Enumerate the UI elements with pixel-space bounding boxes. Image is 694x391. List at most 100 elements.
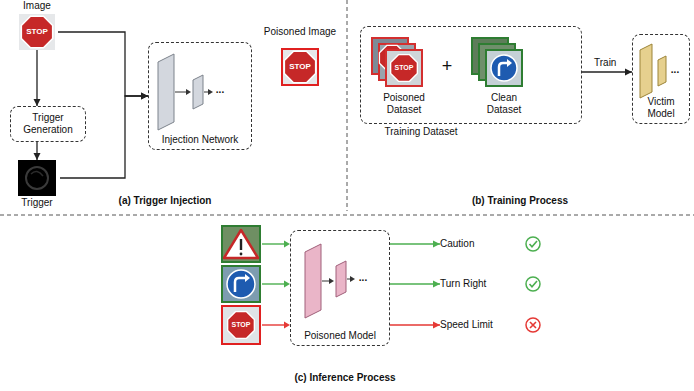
caution-sign (224, 230, 258, 258)
turn-sign (491, 55, 517, 81)
connector-arrow (36, 50, 37, 106)
network-box: Victim Model (632, 34, 690, 124)
poisoned-image (281, 48, 319, 86)
injection-network-layers (158, 54, 213, 130)
stop-sign (21, 16, 52, 47)
input-image (19, 14, 55, 50)
section-title: (b) Training Process (420, 195, 620, 207)
output-label: Speed Limit (440, 318, 514, 332)
image-ground (281, 48, 319, 86)
stop-input (222, 306, 260, 344)
layer-arrow (347, 279, 350, 280)
node-text: Image (23, 0, 51, 12)
ellipsis: ... (356, 272, 370, 284)
connector-arrow (58, 32, 148, 96)
section-title: (a) Trigger Injection (65, 195, 265, 207)
check-icon (526, 237, 540, 251)
sign-text: STOP (22, 27, 52, 37)
section-title: (c) Inference Process (245, 372, 445, 384)
node-text: Poisoned Model (304, 330, 376, 342)
image-ground (19, 14, 55, 50)
section-divider (347, 0, 348, 211)
plus-sign: + (440, 56, 454, 78)
turn-arrow (235, 278, 245, 292)
connector-arrow (390, 324, 440, 325)
ellipsis: ... (668, 64, 682, 76)
trigger-ground (18, 160, 56, 196)
arrow-head (186, 89, 191, 95)
trigger-pattern (31, 171, 43, 176)
dataset-image (486, 50, 522, 86)
input-arrows (262, 241, 290, 329)
network-box: Injection Network (148, 42, 252, 150)
result-icons (526, 237, 540, 332)
layer-arrow (204, 92, 208, 93)
input-image (222, 266, 260, 302)
network-layer (193, 75, 203, 109)
node-text: Victim Model (636, 96, 686, 120)
poisoned-model-layers (305, 244, 355, 318)
output-label: Caution (440, 237, 514, 251)
arrow-head (208, 89, 213, 95)
input-arrow (262, 243, 284, 244)
box-heading: Training Dataset (361, 126, 481, 138)
input-image (222, 306, 260, 344)
caution-input (222, 226, 260, 262)
dataset-box: Training DatasetPoisoned DatasetClean Da… (360, 26, 582, 124)
network-layer (158, 54, 174, 130)
node-text: Caution (440, 238, 474, 250)
network-layer (305, 244, 321, 318)
image-node: Trigger (14, 160, 60, 212)
turn-arrow-head (507, 59, 512, 67)
network-layer (658, 56, 666, 86)
edge-label: Train (594, 57, 616, 69)
turn-sign (227, 270, 255, 298)
connector-arrow (60, 96, 148, 178)
layer-arrow (175, 92, 186, 93)
section-divider (0, 215, 694, 216)
node-text: Clean Dataset (476, 92, 532, 116)
check-mark (530, 241, 538, 247)
connector-arrow (390, 283, 440, 284)
turn-arrow (499, 63, 507, 76)
arrow-head (350, 276, 355, 282)
node-text: Injection Network (162, 134, 239, 146)
connector-arrow (36, 142, 37, 160)
node-text: Trigger (21, 197, 52, 209)
stop-sign (284, 51, 315, 82)
exclamation-dot (240, 253, 243, 256)
exclamation-bar (240, 239, 242, 250)
node-text: Trigger Generation (11, 112, 85, 136)
arrow-head (329, 278, 334, 284)
trigger-frame (282, 49, 318, 85)
dataset-image (386, 50, 422, 86)
network-layer (640, 44, 652, 98)
image-node: Image (16, 0, 58, 50)
poisoned-stack (372, 38, 422, 86)
node-text: Speed Limit (440, 319, 493, 331)
connector-arrow (390, 243, 440, 244)
victim-model-layers (640, 44, 666, 98)
clean-stack (472, 38, 522, 86)
cross-mark (530, 322, 536, 328)
network-layer (336, 261, 346, 297)
input-arrow (262, 324, 284, 325)
input-arrow (262, 283, 284, 284)
node-text: Poisoned Dataset (376, 92, 432, 116)
layer-arrow (322, 281, 329, 282)
cross-icon (526, 318, 540, 332)
dataset-group: Poisoned Dataset (366, 33, 442, 119)
input-image (222, 226, 260, 262)
check-icon (526, 277, 540, 291)
output-label: Turn Right (440, 277, 514, 291)
process-box: Trigger Generation (10, 106, 86, 142)
check-mark (530, 281, 538, 287)
network-box: Poisoned Model (290, 230, 390, 346)
ellipsis: ... (213, 84, 227, 96)
node-text: Turn Right (440, 278, 486, 290)
turn-input (222, 266, 260, 302)
dataset-group: Clean Dataset (466, 33, 542, 119)
turn-arrow-head (245, 274, 250, 282)
sign-text: STOP (226, 321, 256, 329)
